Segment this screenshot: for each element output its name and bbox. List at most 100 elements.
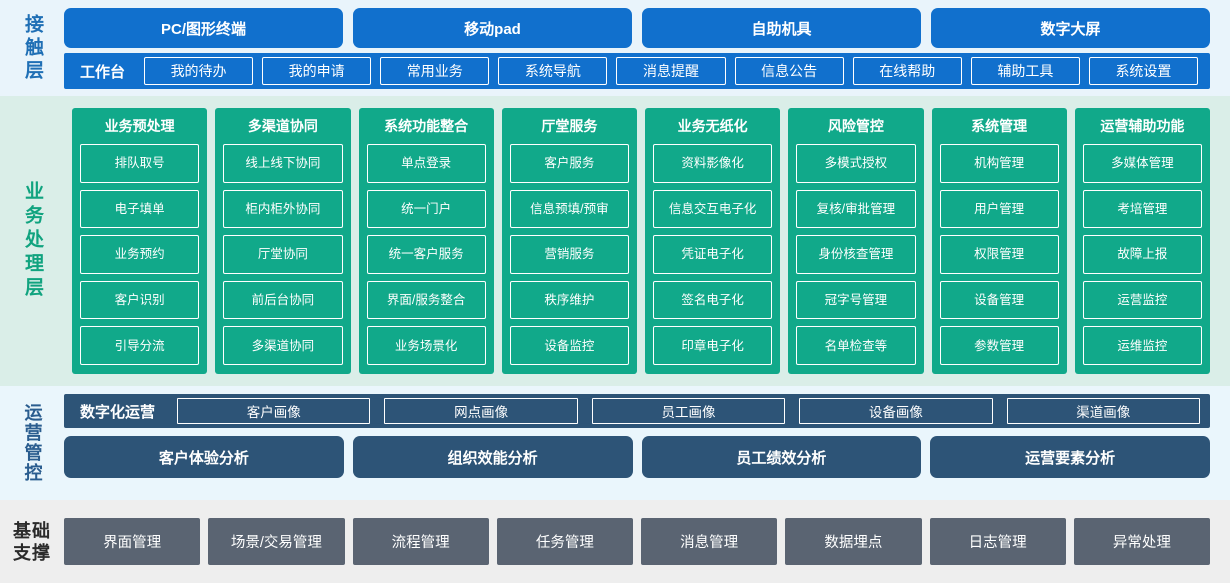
biz-item-inside-outside[interactable]: 柜内柜外协同: [223, 189, 343, 229]
channel-box-self-service[interactable]: 自助机具: [642, 8, 921, 48]
biz-item-signature-digital[interactable]: 签名电子化: [653, 280, 773, 320]
biz-item-training-management[interactable]: 考培管理: [1082, 189, 1202, 229]
biz-item-parameter-management[interactable]: 参数管理: [939, 326, 1059, 365]
analysis-box-operation-factors[interactable]: 运营要素分析: [930, 436, 1210, 478]
biz-item-customer-service[interactable]: 客户服务: [509, 144, 629, 183]
foundation-layer-body: 界面管理 场景/交易管理 流程管理 任务管理 消息管理 数据埋点 日志管理 异常…: [64, 500, 1230, 583]
workbench-chip-system-settings[interactable]: 系统设置: [1088, 57, 1198, 85]
workbench-row: 工作台 我的待办 我的申请 常用业务 系统导航 消息提醒 信息公告 在线帮助 辅…: [64, 53, 1210, 89]
business-layer: 业务处理层 业务预处理 排队取号 电子填单 业务预约 客户识别 引导分流 多渠道…: [0, 96, 1230, 386]
workbench-chip-online-help[interactable]: 在线帮助: [852, 57, 962, 85]
biz-item-ui-service-integration[interactable]: 界面/服务整合: [366, 280, 486, 320]
workbench-chip-my-application[interactable]: 我的申请: [262, 57, 372, 85]
biz-item-seal-digital[interactable]: 印章电子化: [653, 326, 773, 365]
biz-item-user-management[interactable]: 用户管理: [939, 189, 1059, 229]
biz-item-e-form[interactable]: 电子填单: [80, 189, 200, 229]
channel-box-pc[interactable]: PC/图形终端: [64, 8, 343, 48]
workbench-chip-message-alert[interactable]: 消息提醒: [616, 57, 726, 85]
biz-item-operation-monitoring[interactable]: 运营监控: [1082, 280, 1202, 320]
workbench-title: 工作台: [80, 63, 126, 81]
biz-item-appointment[interactable]: 业务预约: [80, 235, 200, 274]
portrait-chip-branch[interactable]: 网点画像: [384, 398, 578, 424]
biz-item-marketing-service[interactable]: 营销服务: [509, 235, 629, 274]
analysis-box-org-efficiency[interactable]: 组织效能分析: [352, 436, 633, 478]
biz-item-unified-customer-service[interactable]: 统一客户服务: [366, 235, 486, 274]
biz-item-queue-ticket[interactable]: 排队取号: [80, 144, 200, 183]
biz-item-front-back-collab[interactable]: 前后台协同: [223, 280, 343, 320]
business-columns: 业务预处理 排队取号 电子填单 业务预约 客户识别 引导分流 多渠道协同 线上线…: [72, 108, 1210, 374]
foundation-box-process-management[interactable]: 流程管理: [352, 518, 489, 565]
business-column-items: 资料影像化 信息交互电子化 凭证电子化 签名电子化 印章电子化: [653, 144, 773, 365]
foundation-label-line1: 基础: [13, 520, 51, 541]
biz-item-multimode-auth[interactable]: 多模式授权: [796, 144, 916, 183]
portrait-chip-customer[interactable]: 客户画像: [177, 398, 371, 424]
biz-item-fault-reporting[interactable]: 故障上报: [1082, 235, 1202, 274]
biz-item-sso[interactable]: 单点登录: [366, 144, 486, 183]
business-column-items: 机构管理 用户管理 权限管理 设备管理 参数管理: [939, 144, 1059, 365]
biz-item-info-exchange-digital[interactable]: 信息交互电子化: [653, 189, 773, 229]
business-column-title: 厅堂服务: [541, 118, 598, 134]
biz-item-document-imaging[interactable]: 资料影像化: [653, 144, 773, 183]
business-column-items: 线上线下协同 柜内柜外协同 厅堂协同 前后台协同 多渠道协同: [223, 144, 343, 365]
biz-item-serial-number[interactable]: 冠字号管理: [796, 280, 916, 320]
biz-item-order-maintenance[interactable]: 秩序维护: [509, 280, 629, 320]
biz-item-prefill-preaudit[interactable]: 信息预填/预审: [509, 189, 629, 229]
biz-item-unified-portal[interactable]: 统一门户: [366, 189, 486, 229]
portrait-chip-device[interactable]: 设备画像: [799, 398, 993, 424]
channel-box-digital-screen[interactable]: 数字大屏: [931, 8, 1210, 48]
business-column-title: 系统管理: [971, 118, 1028, 134]
business-column-ops-support: 运营辅助功能 多媒体管理 考培管理 故障上报 运营监控 运维监控: [1074, 108, 1210, 374]
workbench-chip-my-todo[interactable]: 我的待办: [144, 57, 254, 85]
biz-item-business-scenario[interactable]: 业务场景化: [366, 326, 486, 365]
foundation-box-task-management[interactable]: 任务管理: [496, 518, 633, 565]
business-column-title: 多渠道协同: [247, 118, 318, 134]
business-column-lobby-service: 厅堂服务 客户服务 信息预填/预审 营销服务 秩序维护 设备监控: [501, 108, 637, 374]
foundation-layer-label: 基础 支撑: [0, 500, 64, 583]
biz-item-lobby-collab[interactable]: 厅堂协同: [223, 235, 343, 274]
workbench-chip-aux-tools[interactable]: 辅助工具: [970, 57, 1080, 85]
biz-item-guide-diversion[interactable]: 引导分流: [80, 326, 200, 365]
workbench-chip-common-business[interactable]: 常用业务: [380, 57, 490, 85]
business-column-system-integration: 系统功能整合 单点登录 统一门户 统一客户服务 界面/服务整合 业务场景化: [358, 108, 494, 374]
business-layer-label: 业务处理层: [22, 181, 43, 301]
foundation-box-log-management[interactable]: 日志管理: [929, 518, 1066, 565]
foundation-box-exception-handling[interactable]: 异常处理: [1073, 518, 1210, 565]
biz-item-voucher-digital[interactable]: 凭证电子化: [653, 235, 773, 274]
foundation-box-data-tracking[interactable]: 数据埋点: [785, 518, 922, 565]
biz-item-multimedia-management[interactable]: 多媒体管理: [1082, 144, 1202, 183]
biz-item-device-monitoring[interactable]: 设备监控: [509, 326, 629, 365]
operations-layer-body: 数字化运营 客户画像 网点画像 员工画像 设备画像 渠道画像 客户体验分析 组织…: [64, 386, 1230, 500]
biz-item-multichannel-collab[interactable]: 多渠道协同: [223, 326, 343, 365]
channel-row: PC/图形终端 移动pad 自助机具 数字大屏: [64, 8, 1210, 48]
foundation-box-scenario-transaction[interactable]: 场景/交易管理: [208, 518, 345, 565]
biz-item-device-management[interactable]: 设备管理: [939, 280, 1059, 320]
workbench-chip-system-nav[interactable]: 系统导航: [498, 57, 608, 85]
foundation-box-message-management[interactable]: 消息管理: [641, 518, 778, 565]
business-column-title: 风险管控: [827, 118, 884, 134]
biz-item-customer-id[interactable]: 客户识别: [80, 280, 200, 320]
biz-item-permission-management[interactable]: 权限管理: [939, 235, 1059, 274]
analysis-box-customer-experience[interactable]: 客户体验分析: [64, 436, 344, 478]
portrait-chip-employee[interactable]: 员工画像: [591, 398, 786, 424]
biz-item-identity-verify[interactable]: 身份核查管理: [796, 235, 916, 274]
biz-item-online-offline[interactable]: 线上线下协同: [223, 144, 343, 183]
biz-item-org-management[interactable]: 机构管理: [939, 144, 1059, 183]
business-column-title: 系统功能整合: [384, 118, 469, 134]
business-column-title: 业务预处理: [104, 118, 175, 134]
portrait-chip-channel[interactable]: 渠道画像: [1006, 398, 1200, 424]
workbench-chip-announcement[interactable]: 信息公告: [734, 57, 844, 85]
digital-operations-title: 数字化运营: [80, 403, 156, 421]
biz-item-maintenance-monitoring[interactable]: 运维监控: [1082, 326, 1202, 365]
foundation-box-ui-management[interactable]: 界面管理: [64, 518, 201, 565]
business-column-items: 多媒体管理 考培管理 故障上报 运营监控 运维监控: [1082, 144, 1202, 365]
analysis-box-employee-performance[interactable]: 员工绩效分析: [641, 436, 922, 478]
biz-item-review-approval[interactable]: 复核/审批管理: [796, 189, 916, 229]
channel-box-mobile-pad[interactable]: 移动pad: [353, 8, 632, 48]
operations-layer: 运营管控 数字化运营 客户画像 网点画像 员工画像 设备画像 渠道画像 客户体验…: [0, 386, 1230, 500]
foundation-label-line2: 支撑: [13, 542, 51, 563]
analysis-row: 客户体验分析 组织效能分析 员工绩效分析 运营要素分析: [64, 436, 1210, 478]
biz-item-list-check[interactable]: 名单检查等: [796, 326, 916, 365]
contact-layer-label: 接触层: [22, 13, 43, 83]
business-column-system-management: 系统管理 机构管理 用户管理 权限管理 设备管理 参数管理: [931, 108, 1067, 374]
foundation-row: 界面管理 场景/交易管理 流程管理 任务管理 消息管理 数据埋点 日志管理 异常…: [64, 518, 1210, 565]
